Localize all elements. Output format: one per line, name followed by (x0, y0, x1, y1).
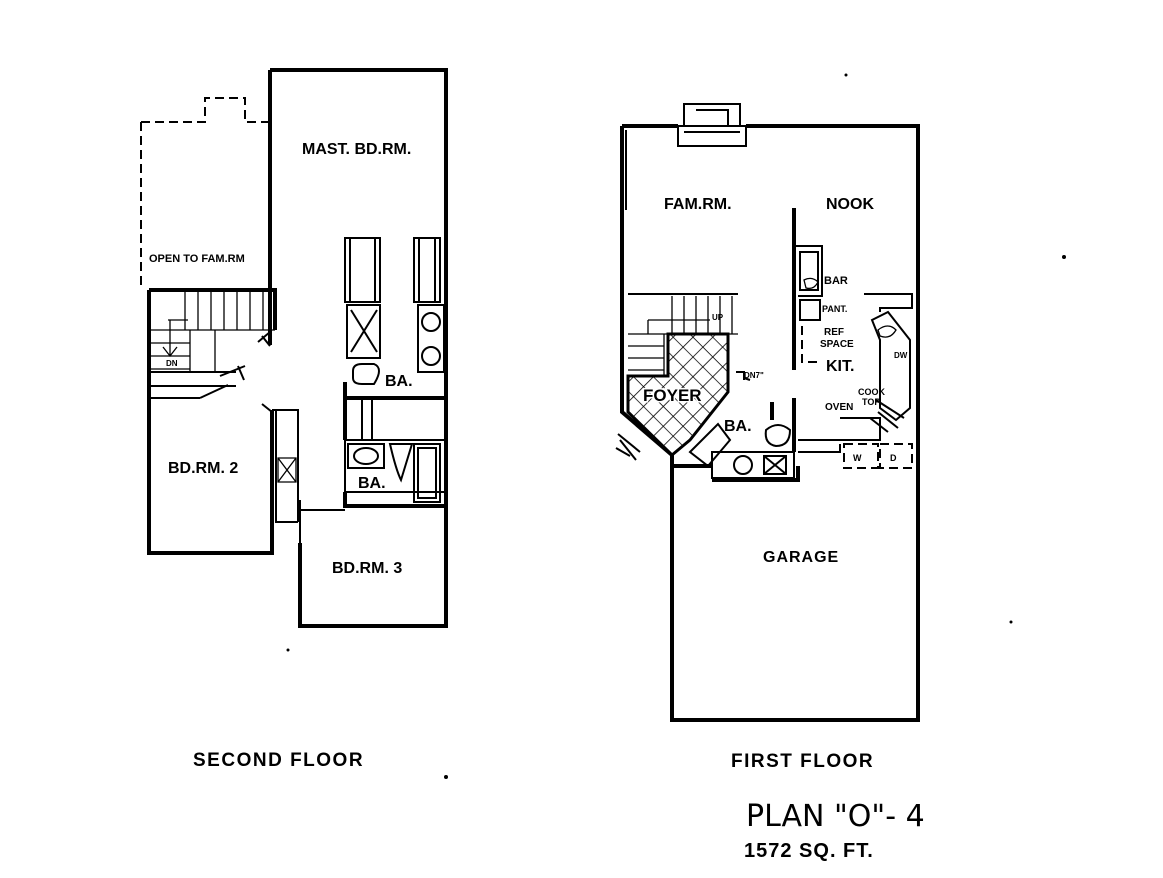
second-floor-caption: SECOND FLOOR (193, 750, 364, 771)
stair-up-label: UP (712, 313, 724, 322)
room-label-open-to-family: OPEN TO FAM.RM (149, 253, 245, 265)
room-label-bedroom3: BD.RM. 3 (332, 560, 402, 577)
scan-specks (286, 73, 1066, 779)
room-label-bedroom2: BD.RM. 2 (168, 460, 238, 477)
room-label-bath-first: BA. (724, 418, 752, 435)
room-label-bath-upper: BA. (385, 373, 413, 390)
room-label-washer: W (853, 453, 862, 463)
room-label-oven: OVEN (825, 402, 853, 413)
room-label-pantry: PANT. (822, 304, 847, 314)
room-label-family-room: FAM.RM. (664, 196, 732, 213)
room-label-bar: BAR (824, 275, 848, 287)
room-label-bath-lower: BA. (358, 475, 386, 492)
stair-down-label-first: DN7" (744, 371, 764, 380)
room-label-ref-space-2: SPACE (820, 339, 854, 350)
room-label-master-bedroom: MAST. BD.RM. (302, 141, 411, 158)
plan-title: PLAN "O"- 4 (746, 799, 925, 834)
room-label-dishwasher: DW (894, 351, 908, 360)
plan-area: 1572 SQ. FT. (744, 840, 874, 862)
room-label-garage: GARAGE (763, 549, 839, 566)
room-label-foyer: FOYER (643, 386, 702, 405)
room-label-cooktop-2: TOP (862, 397, 880, 407)
stair-down-label: DN (166, 359, 178, 368)
second-floor-labels: MAST. BD.RM. OPEN TO FAM.RM DN BA. BA. B… (149, 141, 413, 771)
first-floor-caption: FIRST FLOOR (731, 751, 874, 772)
first-floor-labels: FAM.RM. NOOK BAR PANT. REF SPACE KIT. DW… (642, 196, 908, 772)
room-label-dryer: D (890, 453, 897, 463)
plan-title-block: PLAN "O"- 4 1572 SQ. FT. (744, 799, 925, 862)
room-label-ref-space-1: REF (824, 327, 844, 338)
room-label-kitchen: KIT. (826, 358, 854, 375)
room-label-nook: NOOK (826, 196, 874, 213)
room-label-cooktop-1: COOK (858, 387, 886, 397)
first-floor-plan (615, 103, 920, 722)
second-floor-plan (140, 68, 448, 628)
